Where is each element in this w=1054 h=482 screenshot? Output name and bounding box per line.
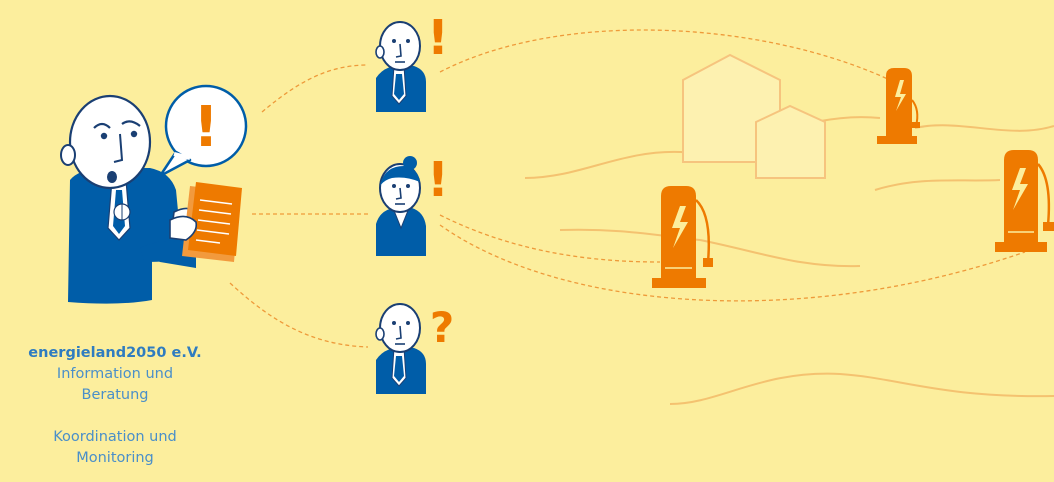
role-information-line1: Information und <box>20 364 210 385</box>
person-icon: ? <box>376 303 454 394</box>
connection-middle-station-b <box>440 225 1025 301</box>
organization-caption: energieland2050 e.V. Information und Ber… <box>20 343 210 469</box>
speech-bubble-icon: ! <box>160 86 246 176</box>
person-middle-mark: ! <box>427 152 449 208</box>
wave-line <box>915 125 1054 131</box>
connection-middle-station-a <box>440 215 660 262</box>
charging-station-icon <box>652 186 713 288</box>
charging-station-icon <box>877 68 920 144</box>
caption-spacer <box>20 406 210 427</box>
wave-line <box>875 180 1000 190</box>
person-icon: ! <box>376 152 449 256</box>
connection-advisor-top <box>262 65 368 112</box>
wave-line <box>670 374 1054 404</box>
charging-station-icon <box>995 150 1054 252</box>
house-icon <box>756 106 825 178</box>
role-coordination-line2: Monitoring <box>20 448 210 469</box>
wave-line <box>700 240 860 266</box>
advisor-bubble-mark: ! <box>193 95 219 160</box>
connection-advisor-bottom <box>230 283 368 347</box>
role-information-line2: Beratung <box>20 385 210 406</box>
organization-name: energieland2050 e.V. <box>20 343 210 364</box>
person-top-mark: ! <box>427 10 449 66</box>
person-bottom-mark: ? <box>430 303 454 352</box>
connection-top-station <box>440 30 890 80</box>
role-coordination-line1: Koordination und <box>20 427 210 448</box>
person-icon: ! <box>376 10 449 112</box>
